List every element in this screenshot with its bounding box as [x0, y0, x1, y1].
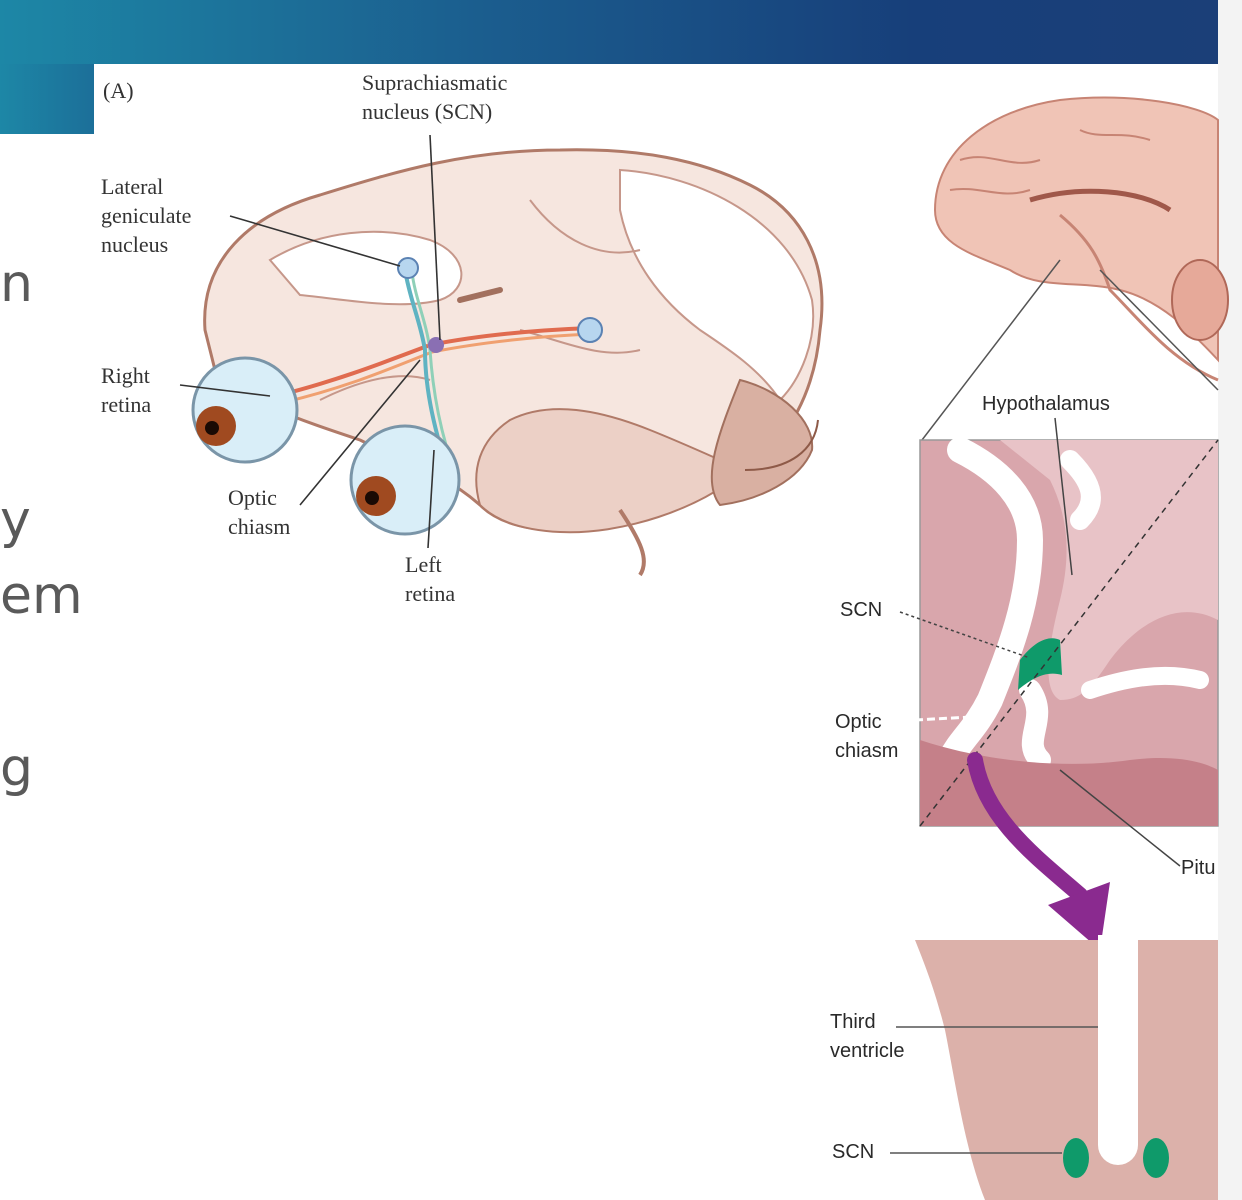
right-retina-label: Right retina	[101, 363, 152, 417]
header-banner-tab	[0, 64, 94, 134]
scn-right-dot	[1143, 1138, 1169, 1178]
left-eye	[349, 424, 461, 536]
brain-drawing	[203, 148, 824, 577]
scn-label: Suprachiasmatic nucleus (SCN)	[362, 70, 508, 124]
coronal-section	[890, 935, 1218, 1200]
left-retina-label: Left retina	[405, 552, 456, 606]
panel-a-leader-lines	[179, 134, 441, 549]
sagittal-brain-drawing	[933, 96, 1229, 382]
clipped-text-3: em	[0, 566, 83, 626]
hypothalamus-label: Hypothalamus	[982, 393, 1110, 415]
lgn-label: Lateral geniculate nucleus	[101, 174, 192, 257]
header-banner	[0, 0, 1218, 64]
scn-inset-label: SCN	[840, 599, 883, 621]
right-eye	[191, 356, 299, 464]
optic-chiasm-label: Optic chiasm	[228, 485, 291, 539]
clipped-text-2: y	[0, 490, 31, 550]
scn-region-green	[1018, 638, 1062, 690]
clipped-text-1: n	[0, 254, 33, 314]
hypothalamus-inset	[919, 437, 1219, 827]
third-ventricle-label: Third ventricle	[830, 1011, 905, 1062]
scrollbar-track[interactable]	[1218, 0, 1242, 1200]
panel-b-leader-lines	[899, 417, 1181, 867]
panel-a-label: (A)	[103, 78, 134, 103]
zoom-lines	[921, 259, 1219, 441]
optic-chiasm-inset-label: Optic chiasm	[835, 711, 899, 762]
clipped-text-4: g	[0, 738, 34, 798]
pituitary-label: Pitu	[1181, 857, 1216, 879]
visual-pathway-fibers	[279, 257, 603, 446]
scn-left-dot	[1063, 1138, 1089, 1178]
zoom-arrow	[967, 752, 1110, 950]
scn-coronal-label: SCN	[832, 1141, 875, 1163]
